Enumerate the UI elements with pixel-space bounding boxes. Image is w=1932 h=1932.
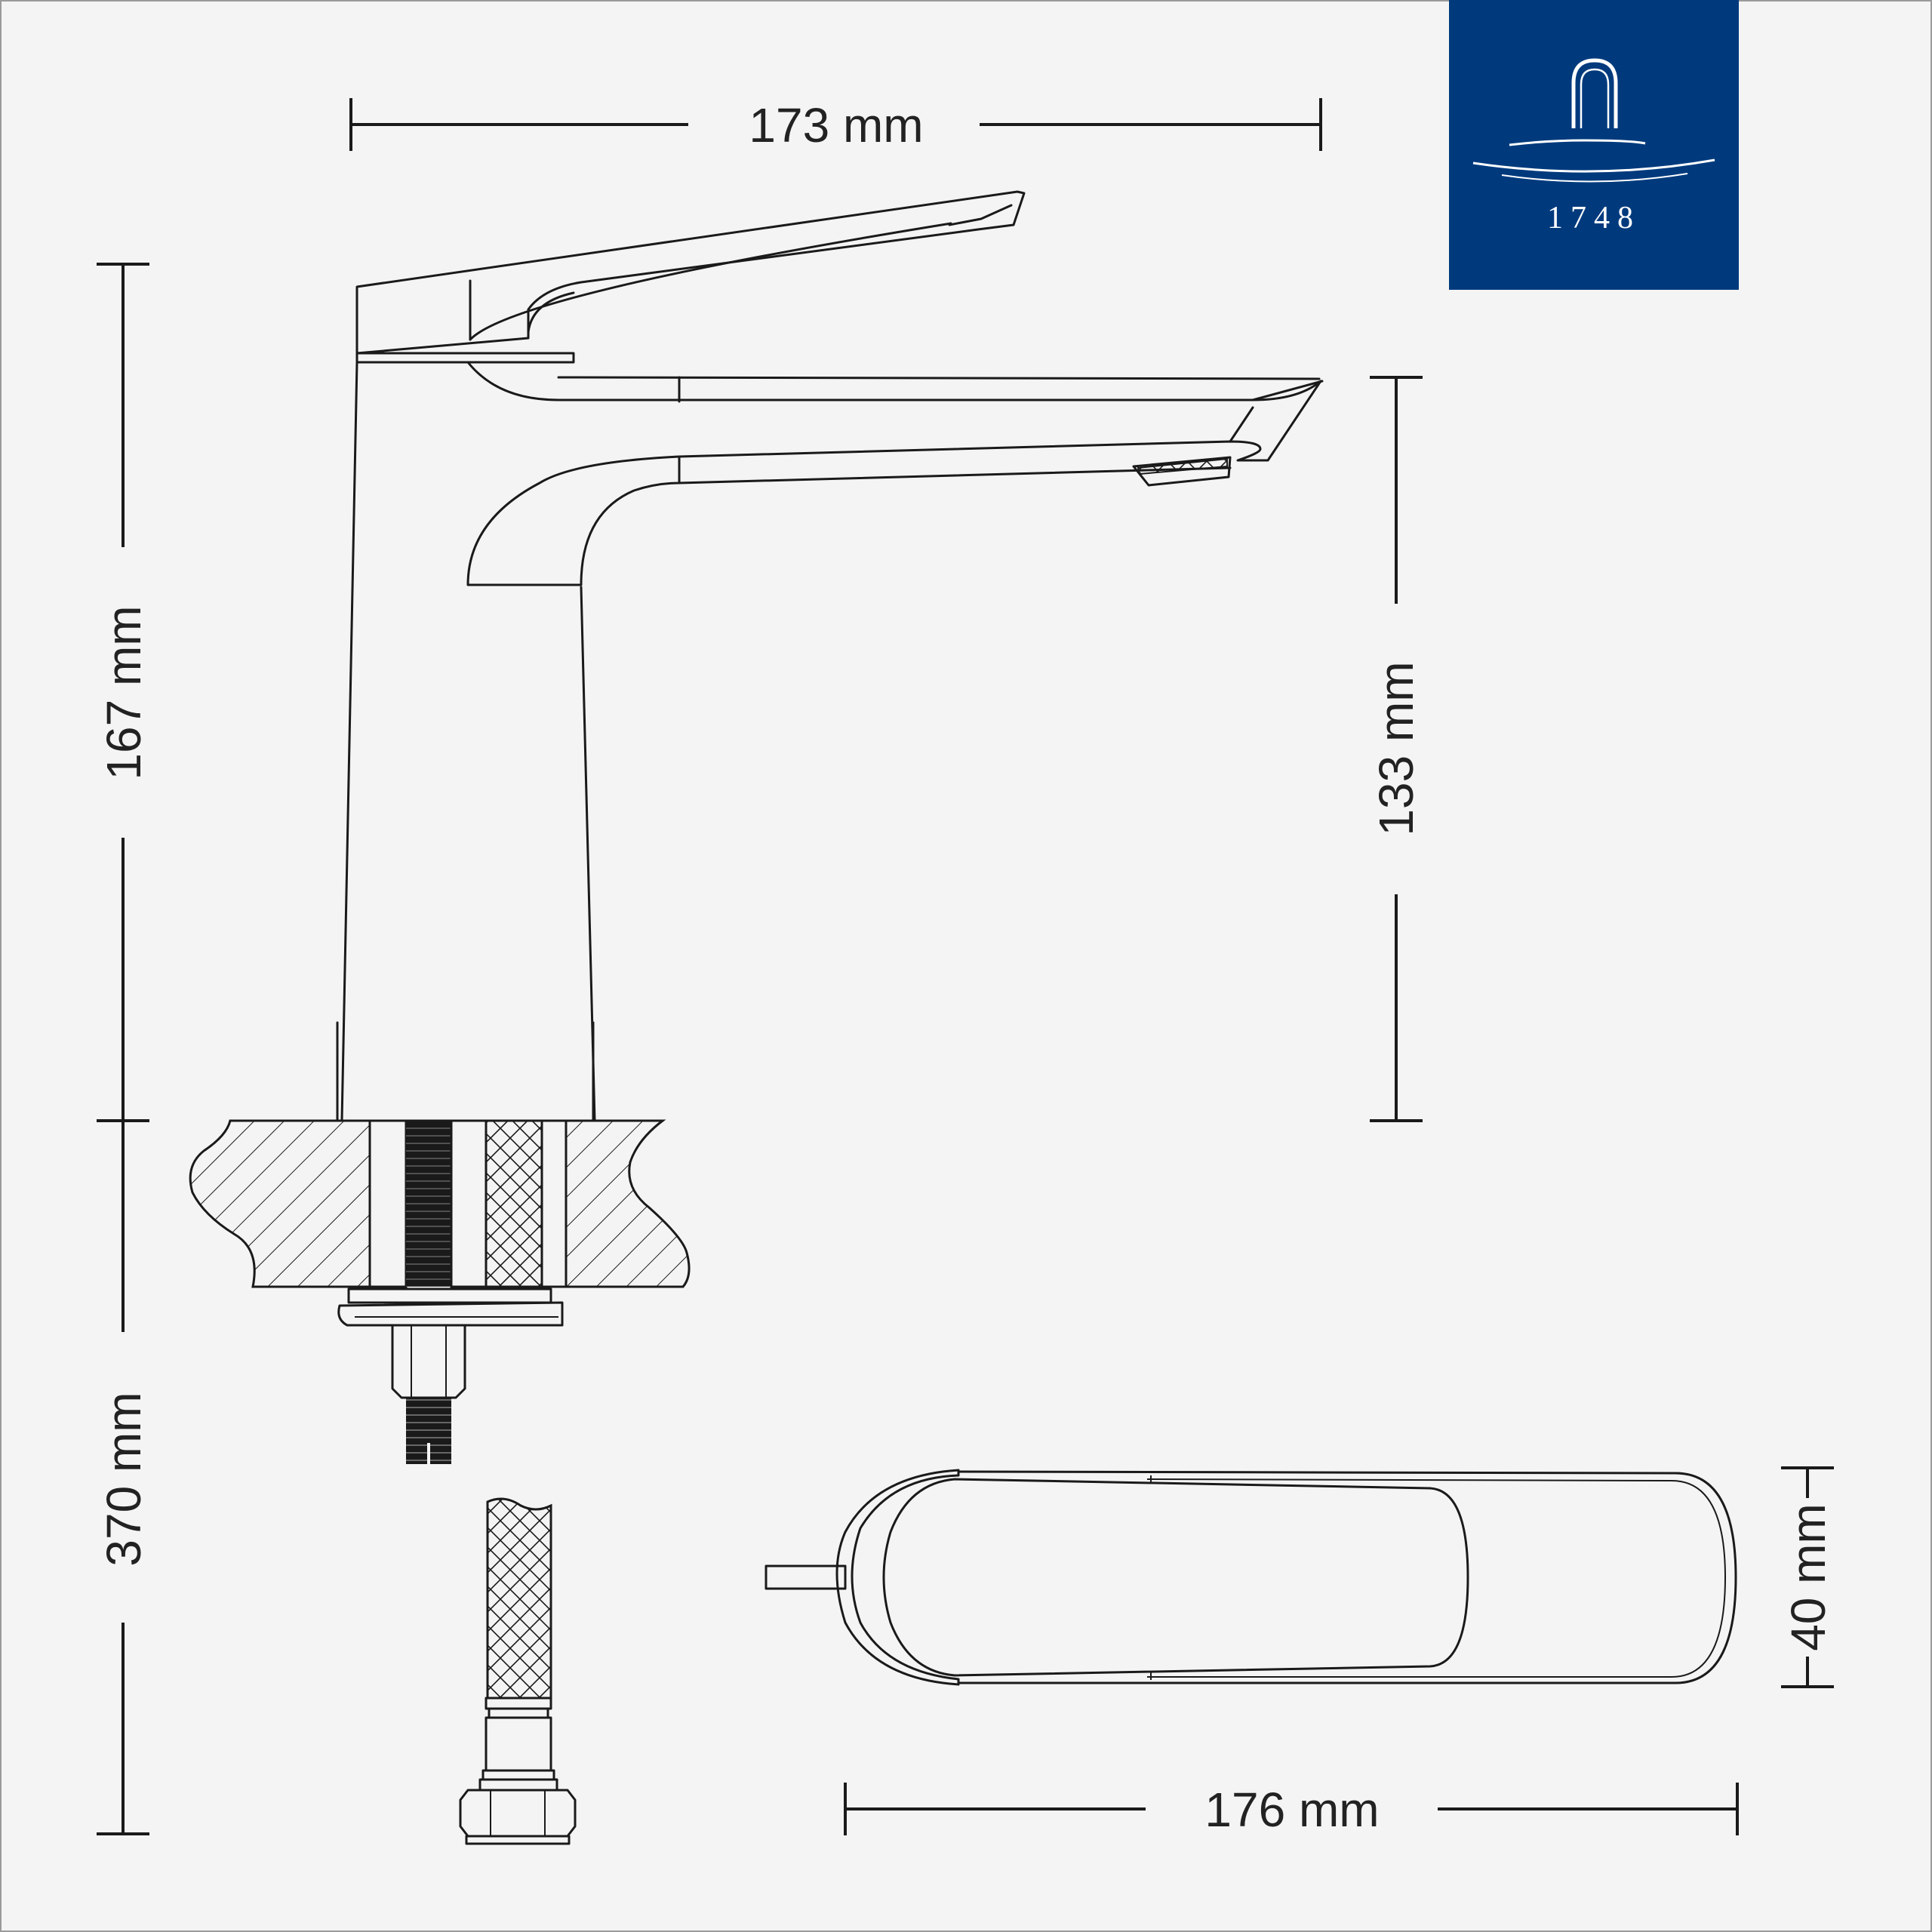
handle-depth-label: 40 mm	[1781, 1503, 1835, 1651]
water-wave-icon	[1472, 158, 1715, 173]
countertop-left	[189, 1119, 371, 1288]
logo-background	[1449, 0, 1739, 290]
spout-height-label: 133 mm	[1369, 661, 1423, 835]
mounting-nut	[391, 1324, 466, 1399]
brand-logo: 1748	[1449, 0, 1739, 290]
dimension-handle-length: 176 mm	[844, 1783, 1739, 1837]
handle-outline	[957, 1470, 1737, 1684]
brand-year: 1748	[1547, 201, 1641, 235]
supply-hose-section	[485, 1119, 543, 1288]
braided-hose	[486, 1497, 552, 1700]
dimension-hose-length: 370 mm	[97, 1121, 151, 1835]
faucet-arch-icon	[1571, 58, 1618, 128]
body-left-edge	[340, 361, 358, 1122]
dimension-spout-height: 133 mm	[1369, 376, 1423, 1122]
lever-handle	[355, 190, 1026, 355]
water-wave-icon	[1509, 139, 1646, 146]
water-wave-icon	[1501, 173, 1688, 183]
top-width-label: 173 mm	[749, 98, 923, 152]
supply-hose	[459, 1497, 577, 1845]
dimension-top-width: 173 mm	[349, 98, 1322, 152]
mounting-hardware	[337, 1287, 564, 1464]
hose-nut	[459, 1789, 577, 1838]
dimension-handle-depth: 40 mm	[1781, 1466, 1835, 1688]
countertop-section	[189, 1119, 691, 1288]
faucet-side-view	[336, 190, 1324, 1122]
spout	[466, 361, 1322, 586]
cap-ring	[355, 352, 575, 364]
mounting-plate	[337, 1301, 564, 1327]
faucet-arch-inner-icon	[1580, 68, 1610, 128]
hose-ferrule	[485, 1716, 552, 1772]
aerator	[1132, 456, 1232, 487]
washer	[347, 1287, 552, 1304]
dimension-total-height: 167 mm	[97, 263, 151, 1122]
countertop-right	[565, 1119, 691, 1288]
handle-length-label: 176 mm	[1204, 1783, 1379, 1837]
handle-top-view	[764, 1469, 1737, 1686]
handle-lever-top	[882, 1478, 1469, 1677]
total-height-label: 167 mm	[97, 605, 151, 780]
stem-stub	[764, 1564, 847, 1590]
hose-length-label: 370 mm	[97, 1392, 151, 1566]
handle-base-ring	[835, 1469, 960, 1686]
